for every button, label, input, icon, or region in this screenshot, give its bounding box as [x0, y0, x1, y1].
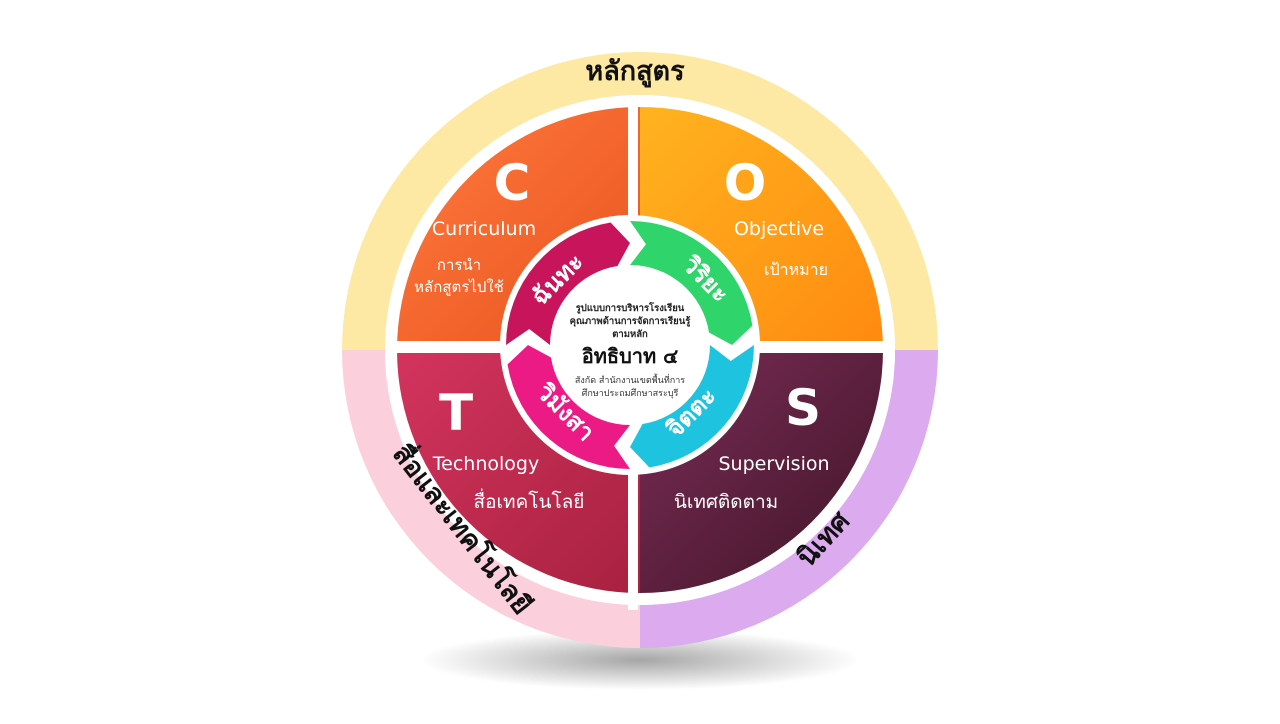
center-sub-line: สังกัด สำนักงานเขตพื้นที่การ: [575, 373, 685, 386]
quadrant-thai-line: นิเทศติดตาม: [674, 491, 778, 513]
quadrant-thai-line: สื่อเทคโนโลยี: [474, 488, 585, 513]
cycle-arrow-chanta: [506, 222, 630, 345]
center-circle: [553, 268, 707, 422]
quadrant-english-technology: Technology: [432, 453, 539, 475]
quadrant-letter-o: O: [724, 154, 767, 212]
ring-label-top: หลักสูตร: [585, 56, 685, 88]
quadrant-letter-s: S: [785, 379, 821, 437]
quadrant-thai-line: เป้าหมาย: [764, 260, 828, 279]
cycle-arrow-chitta: [630, 345, 754, 468]
quadrant-english-supervision: Supervision: [718, 453, 829, 475]
outer-ring-bottom-left: [342, 350, 640, 648]
drop-shadow: [420, 630, 860, 690]
center-main-title: อิทธิบาท ๔: [582, 344, 679, 368]
quadrant-thai-line: การนำ: [437, 256, 481, 274]
quadrant-letter-t: T: [439, 384, 473, 442]
quadrant-thai-line: หลักสูตรไปใช้: [414, 278, 504, 296]
center-sub-line: ศึกษาประถมศึกษาสระบุรี: [582, 388, 679, 399]
cycle-arrow-vimangsa: [507, 345, 630, 469]
center-title-line: รูปแบบการบริหารโรงเรียน: [576, 302, 685, 315]
center-title-line: คุณภาพด้านการจัดการเรียนรู้: [570, 315, 692, 328]
cycle-arrow-viriya: [630, 221, 753, 345]
center-title-line: ตามหลัก: [612, 329, 648, 340]
quadrant-letter-c: C: [494, 154, 531, 212]
outer-ring-top: [342, 52, 938, 350]
quadrant-english-curriculum: Curriculum: [432, 218, 536, 240]
quadrant-english-objective: Objective: [734, 218, 824, 240]
outer-ring-bottom-right: [640, 350, 938, 648]
